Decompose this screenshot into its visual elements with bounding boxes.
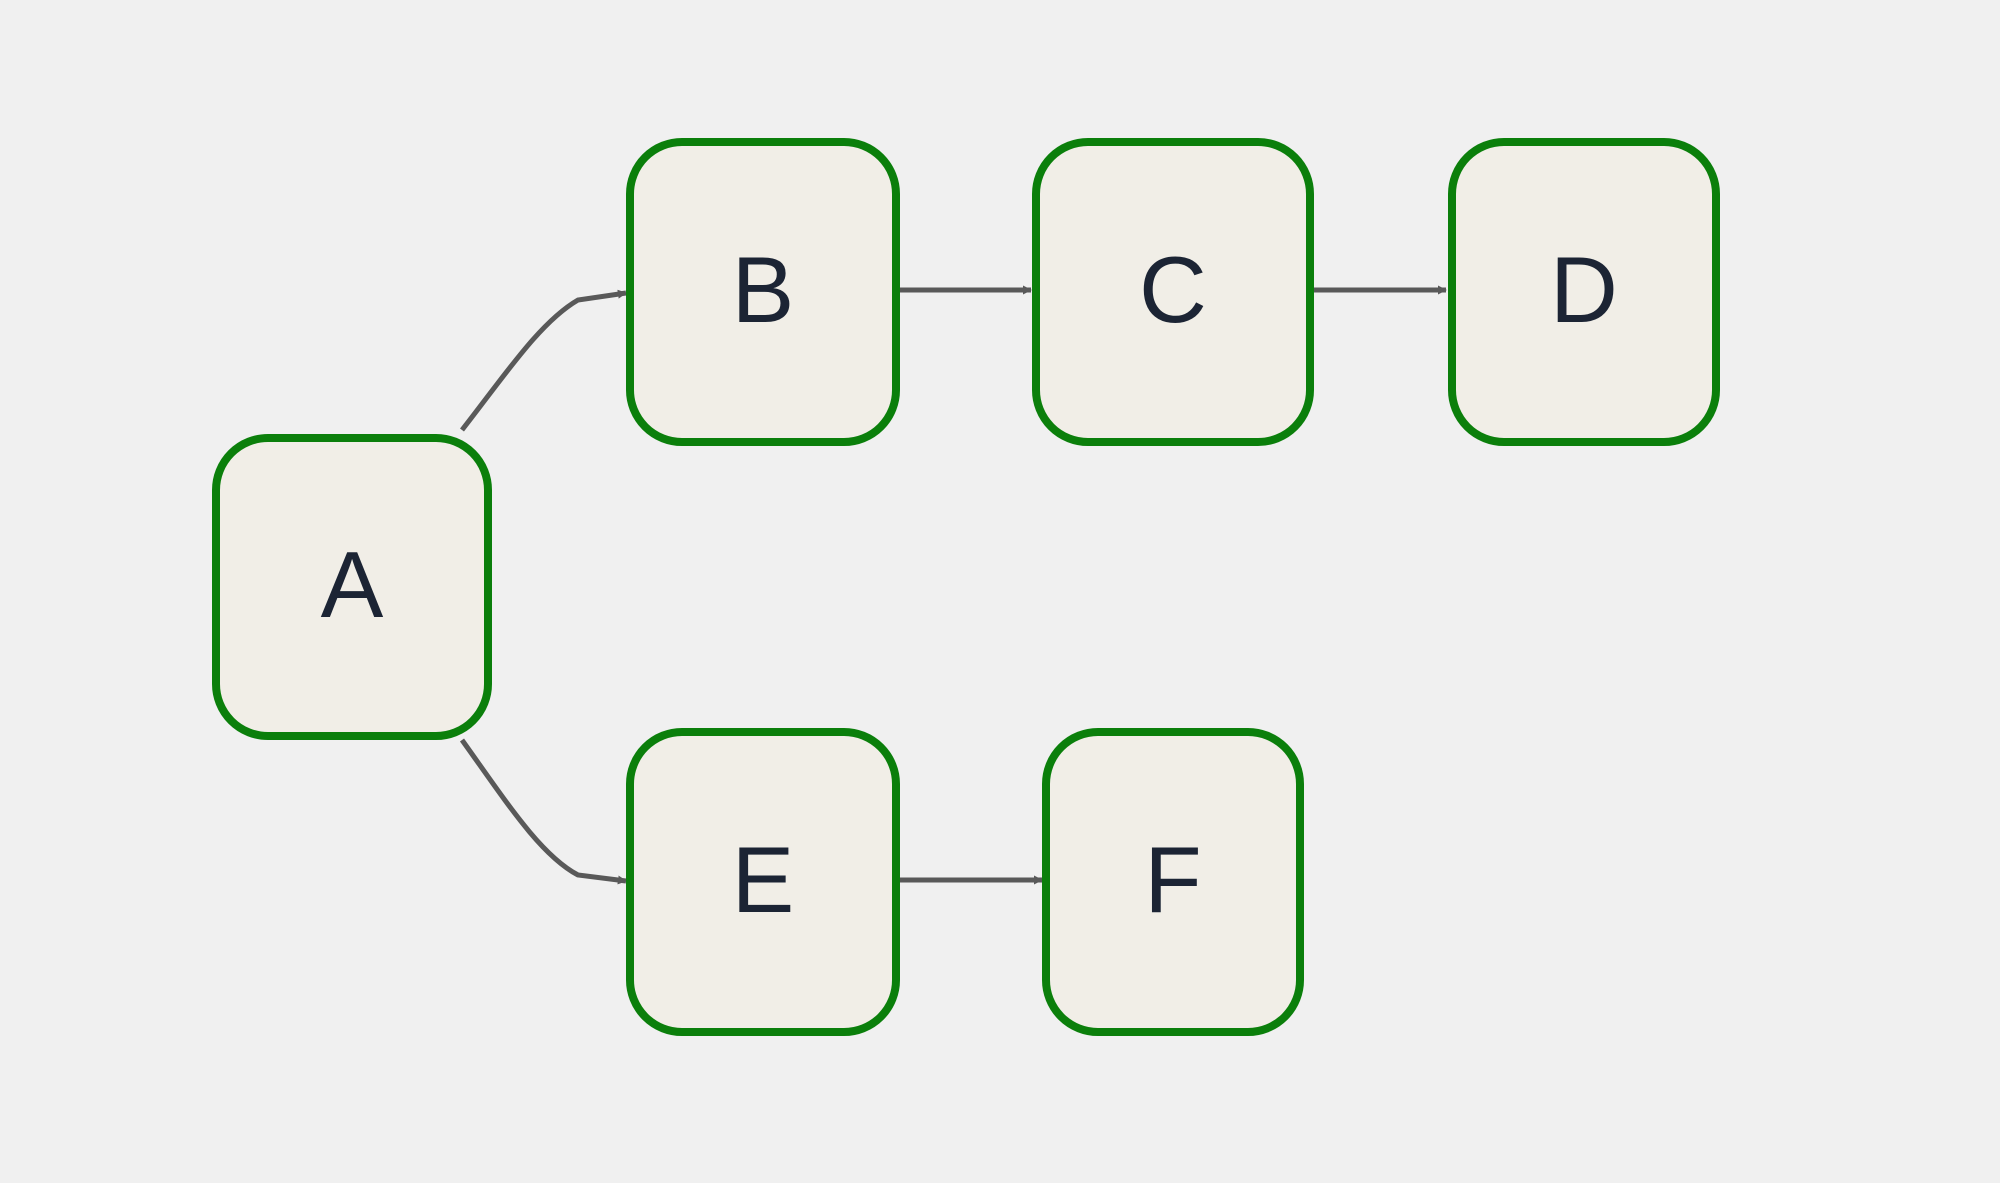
node-a-box xyxy=(212,434,492,740)
node-d-box xyxy=(1448,138,1720,446)
node-e[interactable]: E xyxy=(626,728,900,1036)
node-b-box xyxy=(626,138,900,446)
edge-a-to-b xyxy=(460,289,627,432)
node-f-label: F xyxy=(1144,827,1201,932)
edge-a-to-e xyxy=(459,738,627,885)
node-e-box xyxy=(626,728,900,1036)
node-e-label: E xyxy=(732,827,795,932)
node-c-box xyxy=(1032,138,1314,446)
node-c-label: C xyxy=(1139,237,1207,342)
nodes-layer: A B C D E F xyxy=(212,138,1720,1036)
node-f[interactable]: F xyxy=(1042,728,1304,1036)
node-d[interactable]: D xyxy=(1448,138,1720,446)
node-c[interactable]: C xyxy=(1032,138,1314,446)
edges-layer xyxy=(459,285,1447,885)
node-a[interactable]: A xyxy=(212,434,492,740)
node-b[interactable]: B xyxy=(626,138,900,446)
node-d-label: D xyxy=(1550,237,1618,342)
node-a-label: A xyxy=(321,532,384,637)
node-f-box xyxy=(1042,728,1304,1036)
node-b-label: B xyxy=(732,237,795,342)
